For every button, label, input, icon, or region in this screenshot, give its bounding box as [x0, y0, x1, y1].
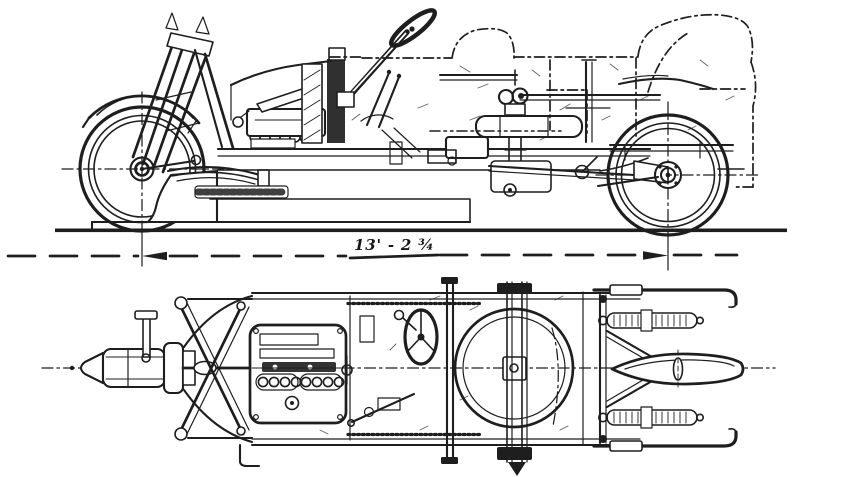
leaf-springs-plan [597, 309, 704, 429]
dimension-label: 13' - 2 ¾ [354, 236, 435, 254]
transmission [381, 127, 669, 197]
lever-post-plan [134, 310, 158, 363]
fuel-tank [474, 114, 584, 139]
dimension-wheelbase: 13' - 2 ¾ [6, 231, 739, 271]
gear-lever [365, 71, 391, 127]
frame-tails-plan [592, 284, 738, 452]
side-elevation-view: 13' - 2 ¾ [6, 8, 787, 271]
carburetor [232, 116, 244, 128]
dimension-arrow-left [142, 251, 167, 261]
sketch-marks-plan [319, 295, 569, 435]
sketch-marks [351, 59, 735, 141]
plan-view [41, 277, 776, 476]
steering-wheel [388, 8, 438, 48]
dimension-arrow-right [643, 251, 668, 260]
brake-lever [377, 75, 401, 129]
drive-chain [194, 185, 289, 199]
frame-rails-plan [182, 277, 642, 468]
phantom-body-outline [329, 13, 757, 188]
rear-wheel-plan [610, 349, 745, 389]
steering-wheel-plan [403, 308, 439, 366]
front-fork [131, 12, 235, 174]
front-fender [81, 94, 201, 134]
steering-plan [346, 308, 439, 427]
ground-line [55, 228, 787, 233]
nose-plan [79, 341, 196, 395]
cross-shaft [445, 279, 455, 465]
steering-assembly [336, 8, 438, 129]
firewall [301, 47, 346, 144]
engine-plan [248, 323, 353, 425]
front-seat-back [451, 27, 515, 59]
dimension-underline [348, 253, 440, 260]
flywheel-plan [453, 281, 575, 476]
rear-seat-back [637, 13, 754, 63]
front-wheel [78, 105, 206, 233]
